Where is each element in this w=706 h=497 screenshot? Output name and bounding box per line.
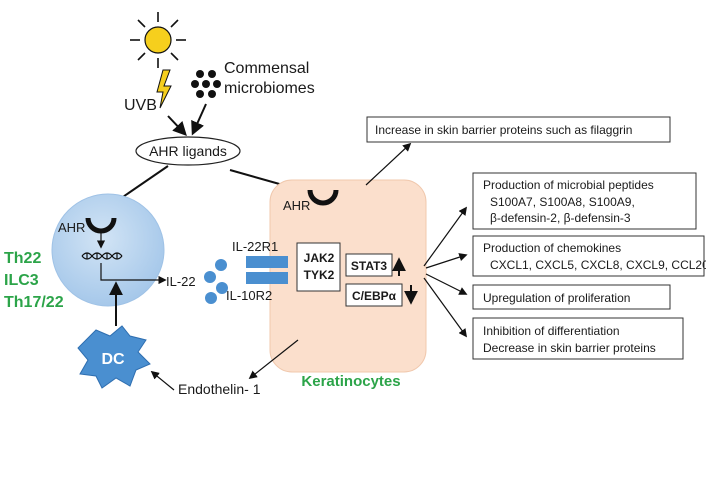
cell-ahr-receptor-icon xyxy=(85,217,117,234)
arrow-to-differentiation xyxy=(423,277,467,338)
ahr-ligands-label: AHR ligands xyxy=(149,143,227,159)
dna-icon xyxy=(81,252,123,260)
peptides-line-3: β-defensin-2, β-defensin-3 xyxy=(490,211,631,225)
ahr-ligands-ellipse xyxy=(135,136,241,166)
arrow-to-chemokines xyxy=(425,253,468,269)
arrow-to-peptides xyxy=(423,206,467,267)
il22-molecules xyxy=(204,259,228,304)
commensal-label: Commensal xyxy=(224,60,309,77)
differentiation-line-2: Decrease in skin barrier proteins xyxy=(483,341,656,355)
arrow-endothelin-to-dc xyxy=(150,370,175,391)
keratinocyte-ahr-label: AHR xyxy=(283,198,310,213)
cell-type-th22: Th22 xyxy=(4,250,41,267)
peptides-box xyxy=(472,172,697,230)
keratinocyte-ahr-receptor-icon xyxy=(307,189,339,206)
cebpa-box xyxy=(345,283,403,307)
cell-ahr-label: AHR xyxy=(58,220,85,235)
proliferation-box xyxy=(472,284,671,310)
uvb-label: UVB xyxy=(124,97,157,114)
proliferation-text: Upregulation of proliferation xyxy=(483,291,630,305)
jak2-label: JAK2 xyxy=(304,251,335,265)
barrier-box xyxy=(366,116,671,143)
differentiation-line-1: Inhibition of differentiation xyxy=(483,324,620,338)
stat3-label: STAT3 xyxy=(351,259,388,273)
lightning-bolt-icon xyxy=(156,69,172,109)
il10r2-receptor xyxy=(246,272,288,284)
microbiomes-label: microbiomes xyxy=(224,80,315,97)
dendritic-cell xyxy=(77,325,151,389)
il22r1-label: IL-22R1 xyxy=(232,239,278,254)
peptides-line-2: S100A7, S100A8, S100A9, xyxy=(490,195,635,209)
arrow-microbes-to-ligands xyxy=(191,103,207,136)
immune-cell xyxy=(51,193,165,307)
jak2-tyk2-box xyxy=(296,242,341,292)
cell-type-ilc3: ILC3 xyxy=(4,272,39,289)
keratinocytes-label: Keratinocytes xyxy=(301,373,400,390)
chemokines-box xyxy=(472,235,705,277)
chemokines-line-2: CXCL1, CXCL5, CXCL8, CXCL9, CCL20 xyxy=(490,258,706,272)
cell-type-th17-22: Th17/22 xyxy=(4,294,64,311)
arrow-uvb-to-ligands xyxy=(167,115,187,137)
chemokines-line-1: Production of chemokines xyxy=(483,241,621,255)
il10r2-label: IL-10R2 xyxy=(226,288,272,303)
peptides-line-1: Production of microbial peptides xyxy=(483,178,654,192)
microbes-icon xyxy=(191,70,221,98)
tyk2-label: TYK2 xyxy=(304,268,335,282)
dc-label: DC xyxy=(101,351,125,368)
cebpa-label: C/EBPα xyxy=(352,289,397,303)
sun-icon xyxy=(130,12,186,68)
barrier-text: Increase in skin barrier proteins such a… xyxy=(375,123,632,137)
differentiation-box xyxy=(472,317,684,360)
arrow-to-barrier xyxy=(365,142,412,186)
arrow-dna-to-il22 xyxy=(100,263,167,285)
endothelin-label: Endothelin- 1 xyxy=(178,381,261,397)
arrow-keratinocyte-to-endothelin xyxy=(248,339,299,380)
il22-label: IL-22 xyxy=(166,274,196,289)
arrow-to-proliferation xyxy=(425,273,468,295)
il22r1-receptor xyxy=(246,256,288,268)
